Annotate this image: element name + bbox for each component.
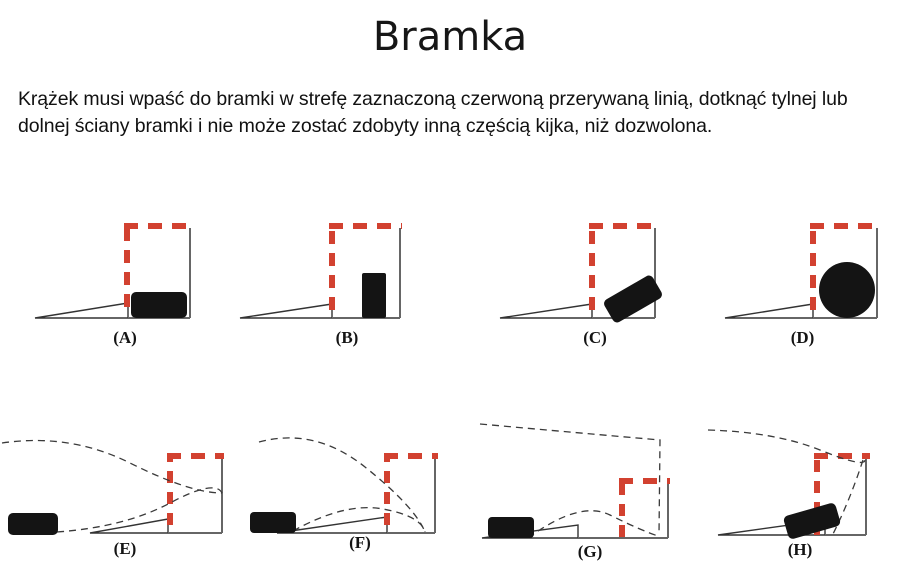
figure-b: (B) <box>222 200 472 350</box>
puck <box>131 292 187 318</box>
figure-f-diagram <box>250 437 438 534</box>
ramp-wedge <box>499 303 593 319</box>
figure-h: (H) <box>700 400 900 565</box>
ramp-wedge <box>89 518 169 534</box>
figure-b-label: (B) <box>335 328 359 347</box>
puck <box>604 275 662 323</box>
figure-e-diagram <box>1 439 224 535</box>
figure-g: (G) <box>470 405 710 565</box>
figure-h-label: (H) <box>787 540 813 559</box>
figure-a-diagram <box>34 223 192 319</box>
puck <box>488 517 534 538</box>
ramp-wedge <box>724 303 814 319</box>
trajectory-lower <box>56 487 223 533</box>
figure-h-diagram <box>707 429 870 539</box>
figure-e-label: (E) <box>113 539 137 558</box>
figure-g-label: (G) <box>577 542 603 561</box>
figure-c-label: (C) <box>583 328 607 347</box>
page-title: Bramka <box>372 14 528 60</box>
figure-g-diagram <box>479 423 670 539</box>
figure-d: (D) <box>705 200 900 350</box>
trajectory-upper <box>258 437 426 533</box>
figure-a-label: (A) <box>113 328 137 347</box>
trajectory-rebound <box>832 459 864 535</box>
figure-f-label: (F) <box>349 533 371 552</box>
figure-c-diagram <box>499 223 662 323</box>
rule-description-text: Krążek musi wpaść do bramki w strefę zaz… <box>18 88 848 137</box>
figure-c: (C) <box>480 200 710 350</box>
figure-a: (A) <box>0 200 250 350</box>
puck <box>8 513 58 535</box>
puck <box>783 503 841 539</box>
trajectory-upper <box>1 439 223 494</box>
ramp-wedge <box>239 303 333 319</box>
figure-d-label: (D) <box>790 328 815 347</box>
trajectory-low-arc <box>527 510 659 539</box>
puck <box>250 512 296 533</box>
puck <box>362 273 386 318</box>
trajectory-high-over-goal <box>479 423 661 536</box>
trajectory-lower <box>292 506 426 533</box>
puck <box>819 262 875 318</box>
trajectory-incoming <box>707 429 866 464</box>
figure-d-diagram <box>724 223 880 319</box>
figure-e: (E) <box>0 405 250 565</box>
ramp-wedge <box>34 302 129 319</box>
figure-b-diagram <box>239 223 402 319</box>
figure-f: (F) <box>245 405 475 565</box>
